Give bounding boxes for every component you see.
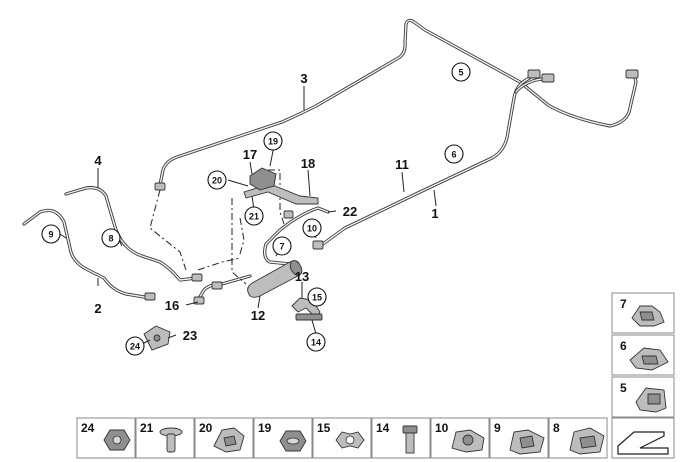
direction-arrow-icon bbox=[617, 431, 669, 455]
callout-11: 11 bbox=[395, 157, 409, 172]
pipe-6-return-line bbox=[318, 72, 550, 248]
svg-text:7: 7 bbox=[620, 297, 627, 311]
legend-cell-24: 24 bbox=[76, 417, 136, 459]
svg-text:15: 15 bbox=[317, 421, 331, 435]
pipe-connectors bbox=[144, 69, 639, 305]
legend-cell-15: 15 bbox=[312, 417, 372, 459]
callout-2: 2 bbox=[94, 301, 101, 316]
callout-18: 18 bbox=[301, 156, 315, 171]
svg-text:10: 10 bbox=[307, 224, 317, 234]
pipe-3-feed-line bbox=[158, 18, 638, 187]
legend-cell-8: 8 bbox=[548, 417, 608, 459]
pipe-2-rear-line bbox=[22, 208, 152, 300]
legend-cell-7: 7 bbox=[611, 292, 675, 334]
svg-text:21: 21 bbox=[249, 212, 259, 222]
circled-callout-8: 8 bbox=[101, 228, 121, 248]
svg-text:10: 10 bbox=[435, 421, 449, 435]
pipe-4-rear-line bbox=[64, 186, 198, 282]
circled-callout-15: 15 bbox=[307, 287, 327, 307]
legend-side-column: 7 6 5 bbox=[611, 292, 675, 418]
holder-17 bbox=[249, 167, 277, 191]
callout-labels: 1 2 3 4 11 12 13 16 17 18 22 23 bbox=[94, 71, 438, 343]
svg-text:19: 19 bbox=[258, 421, 272, 435]
svg-text:5: 5 bbox=[620, 381, 627, 395]
legend-cell-21: 21 bbox=[135, 417, 195, 459]
legend-bottom-row: 24 21 20 19 15 bbox=[76, 417, 675, 459]
svg-text:20: 20 bbox=[199, 421, 213, 435]
legend-cell-20: 20 bbox=[194, 417, 254, 459]
pipe-10-filter-line bbox=[263, 206, 330, 266]
svg-text:24: 24 bbox=[81, 421, 95, 435]
callout-13: 13 bbox=[295, 269, 309, 284]
legend-cell-5: 5 bbox=[611, 376, 675, 418]
legend-cell-10: 10 bbox=[430, 417, 490, 459]
legend-cell-19: 19 bbox=[253, 417, 313, 459]
circled-callout-19: 19 bbox=[263, 131, 283, 151]
circled-callout-7: 7 bbox=[272, 236, 292, 256]
svg-text:8: 8 bbox=[108, 234, 113, 244]
circled-callout-6: 6 bbox=[444, 144, 464, 164]
svg-text:15: 15 bbox=[312, 293, 322, 303]
svg-text:6: 6 bbox=[451, 150, 456, 160]
fuel-filter-12 bbox=[247, 260, 303, 298]
svg-text:9: 9 bbox=[48, 230, 53, 240]
svg-text:20: 20 bbox=[212, 176, 222, 186]
svg-text:21: 21 bbox=[140, 421, 154, 435]
svg-text:7: 7 bbox=[279, 242, 284, 252]
callout-23: 23 bbox=[183, 328, 197, 343]
legend-cell-14: 14 bbox=[371, 417, 431, 459]
grommet-23 bbox=[143, 325, 171, 351]
svg-text:9: 9 bbox=[494, 421, 501, 435]
circled-callouts: 5 6 7 8 9 10 14 15 bbox=[41, 62, 471, 356]
svg-text:19: 19 bbox=[268, 137, 278, 147]
callout-16: 16 bbox=[165, 298, 179, 313]
callout-22: 22 bbox=[343, 204, 357, 219]
circled-callout-24: 24 bbox=[125, 336, 145, 356]
callout-3: 3 bbox=[300, 71, 307, 86]
svg-text:6: 6 bbox=[620, 339, 627, 353]
svg-text:8: 8 bbox=[553, 421, 560, 435]
legend-cell-direction bbox=[611, 417, 675, 459]
svg-text:5: 5 bbox=[458, 68, 463, 78]
svg-text:14: 14 bbox=[311, 338, 321, 348]
circled-callout-10: 10 bbox=[302, 218, 322, 238]
circled-callout-20: 20 bbox=[207, 170, 227, 190]
svg-text:14: 14 bbox=[376, 421, 390, 435]
circled-callout-9: 9 bbox=[41, 224, 61, 244]
callout-4: 4 bbox=[94, 153, 102, 168]
pipe-16-short-line bbox=[196, 274, 252, 302]
callout-1: 1 bbox=[431, 206, 438, 221]
callout-17: 17 bbox=[243, 147, 257, 162]
circled-callout-21: 21 bbox=[244, 206, 264, 226]
svg-text:24: 24 bbox=[130, 342, 140, 352]
legend-cell-9: 9 bbox=[489, 417, 549, 459]
callout-12: 12 bbox=[251, 308, 265, 323]
legend-cell-6: 6 bbox=[611, 334, 675, 376]
circled-callout-5: 5 bbox=[451, 62, 471, 82]
circled-callout-14: 14 bbox=[306, 332, 326, 352]
